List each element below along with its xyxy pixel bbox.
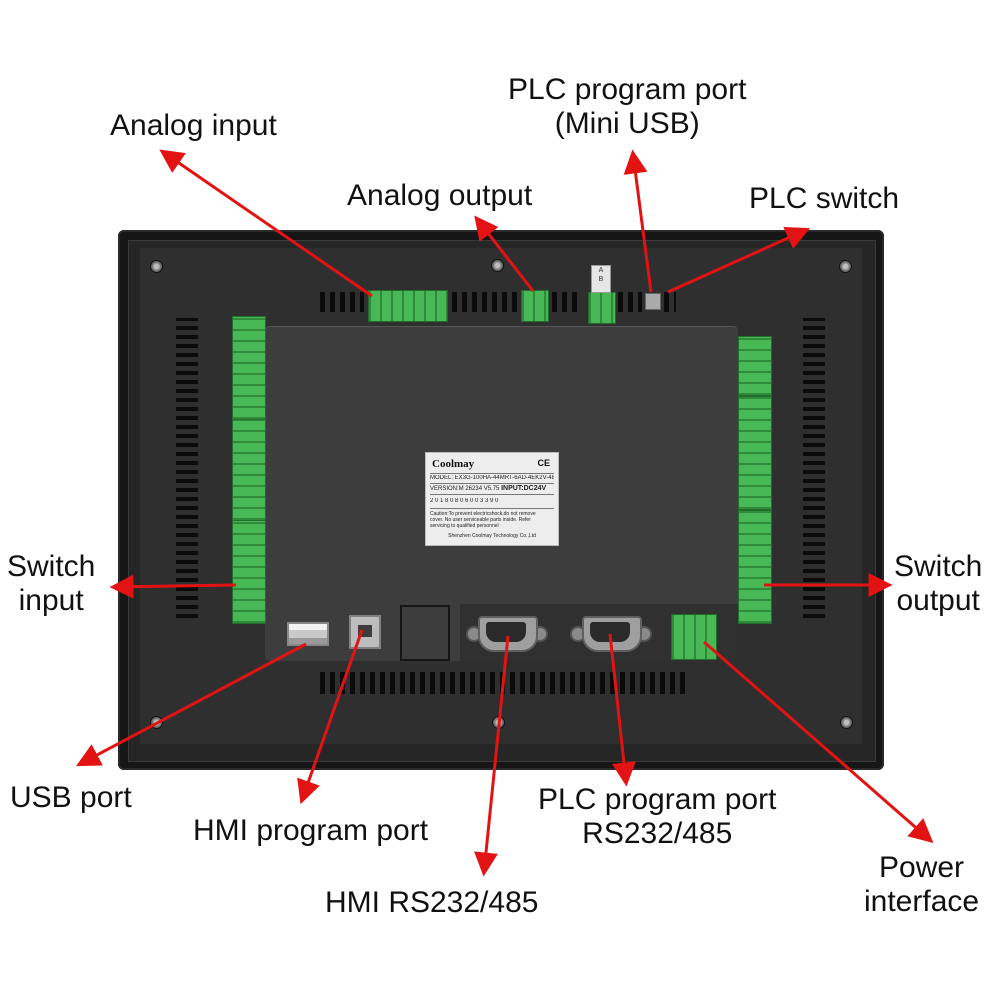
screw (840, 716, 853, 729)
top-vent (452, 292, 518, 312)
label-divider (430, 473, 554, 474)
label-version-number: V5.75 (483, 486, 500, 492)
switch-output-terminal (738, 336, 772, 396)
label-version-prefix: VERSION:M (430, 486, 464, 492)
label-brand: Coolmay (432, 458, 475, 470)
callout-switch-input: Switch input (7, 550, 95, 618)
label-version-row: VERSION:M 26234 V5.75 INPUT:DC24V (430, 485, 554, 493)
right-side-vent (803, 318, 825, 618)
ab-label-tag: A B (591, 265, 611, 293)
usb-a-port (287, 622, 329, 646)
power-terminal (671, 614, 717, 660)
label-input: INPUT:DC24V (501, 485, 547, 492)
switch-output-terminal (738, 510, 772, 624)
callout-usb-port: USB port (10, 781, 132, 814)
label-ce-mark: CE (537, 458, 550, 468)
label-caution-2: cover. No user serviceable parts inside.… (430, 517, 531, 523)
top-vent (320, 292, 364, 312)
top-vent (664, 292, 676, 312)
callout-plc-program-port-mini: PLC program port (Mini USB) (508, 73, 746, 141)
callout-power-interface: Power interface (864, 851, 979, 919)
callout-line: Switch (7, 550, 96, 583)
rs485-ab-terminal (588, 292, 616, 324)
db9-face (590, 622, 630, 642)
label-divider (430, 494, 554, 495)
label-version-code: 26234 (465, 486, 483, 492)
label-caution-1: Caution:To prevent electricshock,do not … (430, 511, 536, 517)
callout-plc-program-port-rs: PLC program port RS232/485 (538, 783, 776, 851)
left-side-vent (176, 318, 198, 618)
callout-hmi-rs232-485: HMI RS232/485 (325, 886, 539, 919)
label-model: MODEL: EX3G-100HA-44MRT-6AD-4EK2V-485P (430, 475, 554, 481)
analog-input-terminal (368, 290, 448, 322)
top-vent (618, 292, 642, 312)
callout-line: input (18, 584, 84, 617)
label-maker: Shenzhen Coolmay Technology Co.,Ltd (448, 533, 536, 539)
callout-switch-output: Switch output (894, 550, 982, 618)
analog-output-terminal (521, 290, 549, 322)
switch-input-terminal (232, 520, 266, 624)
screw (492, 716, 505, 729)
usb-b-port (349, 615, 381, 649)
db9-face (486, 622, 526, 642)
callout-line: PLC program port (538, 783, 777, 816)
hmi-db9-port (466, 612, 548, 654)
screw (150, 260, 163, 273)
plc-db9-port (570, 612, 652, 654)
screw (150, 716, 163, 729)
callout-hmi-program-port: HMI program port (193, 814, 429, 847)
switch-input-terminal (232, 419, 266, 521)
top-vent (552, 292, 582, 312)
blank-slot (400, 605, 450, 661)
label-divider (430, 483, 554, 484)
screw (839, 260, 852, 273)
callout-line: output (896, 584, 980, 617)
ab-label-a: A (598, 267, 604, 274)
callout-plc-switch: PLC switch (749, 182, 900, 215)
callout-line: RS232/485 (582, 817, 733, 850)
switch-output-terminal (738, 396, 772, 510)
switch-input-terminal (232, 316, 266, 420)
screw (491, 259, 504, 272)
label-serial: 2 0 1 8 0 8 0 6 0 0 3 3 9 0 (430, 498, 499, 504)
callout-line: PLC program port (508, 73, 747, 106)
callout-line: (Mini USB) (554, 107, 700, 140)
callout-line: interface (864, 885, 980, 918)
label-caution-3: servicing to qualified personnel (430, 523, 499, 529)
callout-analog-output: Analog output (347, 179, 533, 212)
mini-usb-port (645, 293, 661, 310)
product-label: Coolmay CE MODEL: EX3G-100HA-44MRT-6AD-4… (425, 452, 559, 546)
bottom-vent (320, 672, 688, 694)
ab-label-b: B (598, 276, 604, 283)
callout-line: Switch (894, 550, 983, 583)
callout-line: Power (879, 851, 965, 884)
callout-analog-input: Analog input (110, 109, 277, 142)
label-divider (430, 508, 554, 509)
